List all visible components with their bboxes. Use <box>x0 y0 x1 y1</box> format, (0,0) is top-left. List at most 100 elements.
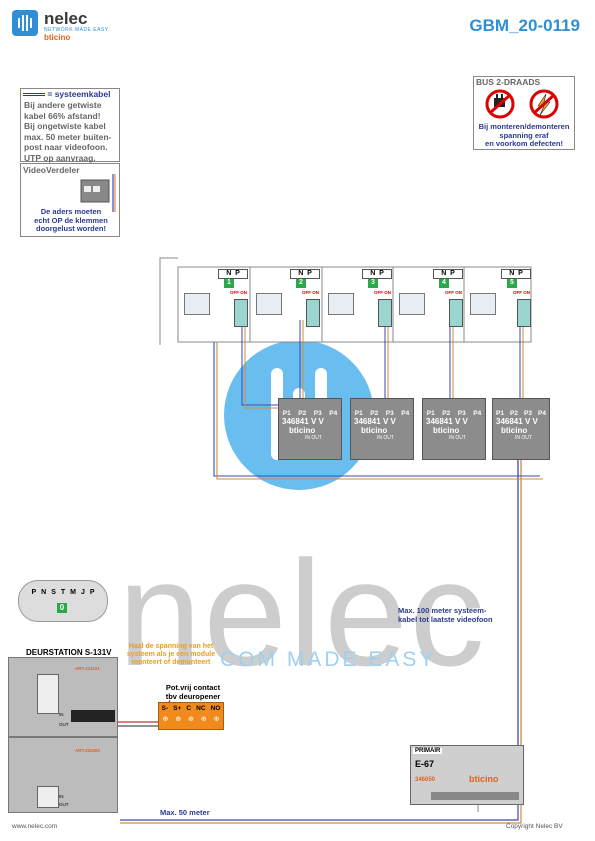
terminal-callout: P N S T M J P 0 <box>18 580 108 622</box>
relay-module: S- S+ C NC NO ⊕⊕⊕⊕⊕ <box>158 702 224 730</box>
splitter-port: P3 <box>524 410 532 417</box>
cable-note-line: Bij ongetwiste kabel <box>24 121 106 131</box>
monitor-offon-switch: OFF ON <box>230 290 247 295</box>
terminal-label: S <box>51 589 56 596</box>
door-station-connector <box>37 786 59 808</box>
footer-website: www.nelec.com <box>12 823 58 830</box>
door-station-module-top: ART.331101 IN OUT <box>8 657 118 737</box>
splitter-code: 346841 <box>282 417 309 426</box>
cable-note-box: = systeemkabel Bij andere getwiste kabel… <box>20 88 120 163</box>
video-verdeler-title: VideoVerdeler <box>23 165 80 175</box>
monitor-offon-switch: OFF ON <box>302 290 319 295</box>
verdeler-note-line: echt OP de klemmen <box>34 215 108 225</box>
door-station-module-bottom: ART.332000 IN OUT <box>8 737 118 813</box>
bus-warning-title: BUS 2-DRAADS <box>476 77 541 87</box>
door-station-art-bottom: ART.332000 <box>75 748 101 753</box>
monitor-number: 3 <box>368 279 378 288</box>
splitter-port: P1 <box>354 410 363 417</box>
video-verdeler-box: VideoVerdeler De aders moeten echt OP de… <box>20 163 120 237</box>
splitter-port: P2 <box>510 410 518 417</box>
document-id: GBM_20-0119 <box>469 16 580 35</box>
cable-note-line: UTP op aanvraag. <box>24 152 96 163</box>
cable-note-line: Bij andere getwiste <box>24 100 102 110</box>
brand-tagline: NETWORK MADE EASY <box>44 27 109 33</box>
splitter-out: OUT <box>455 435 466 441</box>
verdeler-detail-icon <box>80 174 116 212</box>
monitor-p-label: P <box>307 270 312 277</box>
max50-note: Max. 50 meter <box>160 808 210 817</box>
cable-legend-line: = systeemkabel <box>23 89 110 100</box>
terminal-label: M <box>70 589 76 596</box>
terminal-label: J <box>80 589 85 596</box>
monitor-p-label: P <box>450 270 455 277</box>
monitor-number: 2 <box>296 279 306 288</box>
monitor-n-label: N <box>370 270 376 277</box>
monitor-unit: N P 3 OFF ON <box>322 267 393 342</box>
cable-note-line: kabel 66% afstand! <box>24 110 101 121</box>
splitter-in: IN <box>515 435 520 441</box>
splitter-vv: V V <box>454 417 468 426</box>
nelec-logo-icon <box>12 10 38 36</box>
monitor-offon-switch: OFF ON <box>374 290 391 295</box>
monitor-screen-icon <box>399 293 425 315</box>
relay-label: NO <box>210 705 221 712</box>
splitter-in: IN <box>377 435 382 441</box>
splitter-code: 346841 <box>354 417 381 426</box>
relay-label: S+ <box>173 705 182 712</box>
power-supply-code: 346050 <box>415 777 436 783</box>
monitor-unit: N P 4 OFF ON <box>393 267 464 342</box>
watermark-text: nelec <box>118 529 487 697</box>
bus-warning-box: BUS 2-DRAADS Bij monteren/demonteren spa… <box>473 76 575 150</box>
splitter-brand: bticino <box>501 426 528 435</box>
bus-warning-line: spanning eraf <box>499 130 549 140</box>
splitter-in: IN <box>449 435 454 441</box>
door-station-in-top: IN <box>59 712 64 717</box>
voltage-note-line: Haal de spanning van het <box>128 643 214 650</box>
splitter-port: P4 <box>538 410 546 417</box>
splitter-vv: V V <box>382 417 396 426</box>
monitor-n-label: N <box>226 270 232 277</box>
door-station-title: DEURSTATION S-131V <box>26 648 112 657</box>
splitter-port: P4 <box>401 410 410 417</box>
voltage-note-line: monteert of demonteert <box>131 659 211 666</box>
splitter-code: 346841 <box>496 417 523 426</box>
door-station-art-top: ART.331101 <box>75 666 100 671</box>
power-supply: PRIMAIR E-67 346050 bticino <box>410 745 524 805</box>
monitor-unit: N P 1 OFF ON <box>178 267 250 342</box>
power-supply-label: PRIMAIR <box>413 748 443 754</box>
terminal-label: N <box>41 589 47 596</box>
monitor-row: N P 1 OFF ON N P 2 OFF ON N P 3 OFF ON N… <box>178 267 531 342</box>
bus-warning-line: en voorkom defecten! <box>485 139 563 148</box>
door-station-terminal-strip <box>71 710 115 722</box>
relay-screw-terminals: ⊕⊕⊕⊕⊕ <box>162 716 220 723</box>
system-cable-symbol <box>23 93 45 97</box>
splitter-code: 346841 <box>426 417 453 426</box>
splitter-port: P3 <box>457 410 466 417</box>
splitter-vv: V V <box>310 417 324 426</box>
relay-label: NC <box>196 705 206 712</box>
footer-copyright: Copyright Nelec BV <box>506 823 563 830</box>
splitter-brand: bticino <box>361 426 388 435</box>
monitor-terminal-icon <box>306 299 320 327</box>
cable-note-line: max. 50 meter buiten- <box>24 131 112 142</box>
splitter-port: P1 <box>496 410 504 417</box>
max100-note-line: Max. 100 meter systeem- <box>398 606 487 615</box>
cable-note-line: post naar videofoon. <box>24 142 108 152</box>
monitor-p-label: P <box>518 270 523 277</box>
splitter-out: OUT <box>311 435 322 441</box>
door-station-connector <box>37 674 59 714</box>
splitter-port: P1 <box>426 410 435 417</box>
terminal-label: T <box>60 589 66 596</box>
brand-name: nelec <box>44 9 88 28</box>
splitter-port: P4 <box>473 410 482 417</box>
watermark-tagline: COM MADE EASY <box>220 648 437 671</box>
splitter-port: P2 <box>442 410 451 417</box>
monitor-n-label: N <box>509 270 515 277</box>
monitor-screen-icon <box>256 293 282 315</box>
monitor-number: 1 <box>224 279 234 288</box>
monitor-screen-icon <box>470 293 496 315</box>
splitter-vv: V V <box>524 417 538 426</box>
verdeler-note-line: doorgelust worden! <box>36 224 106 233</box>
relay-label: C <box>186 705 192 712</box>
